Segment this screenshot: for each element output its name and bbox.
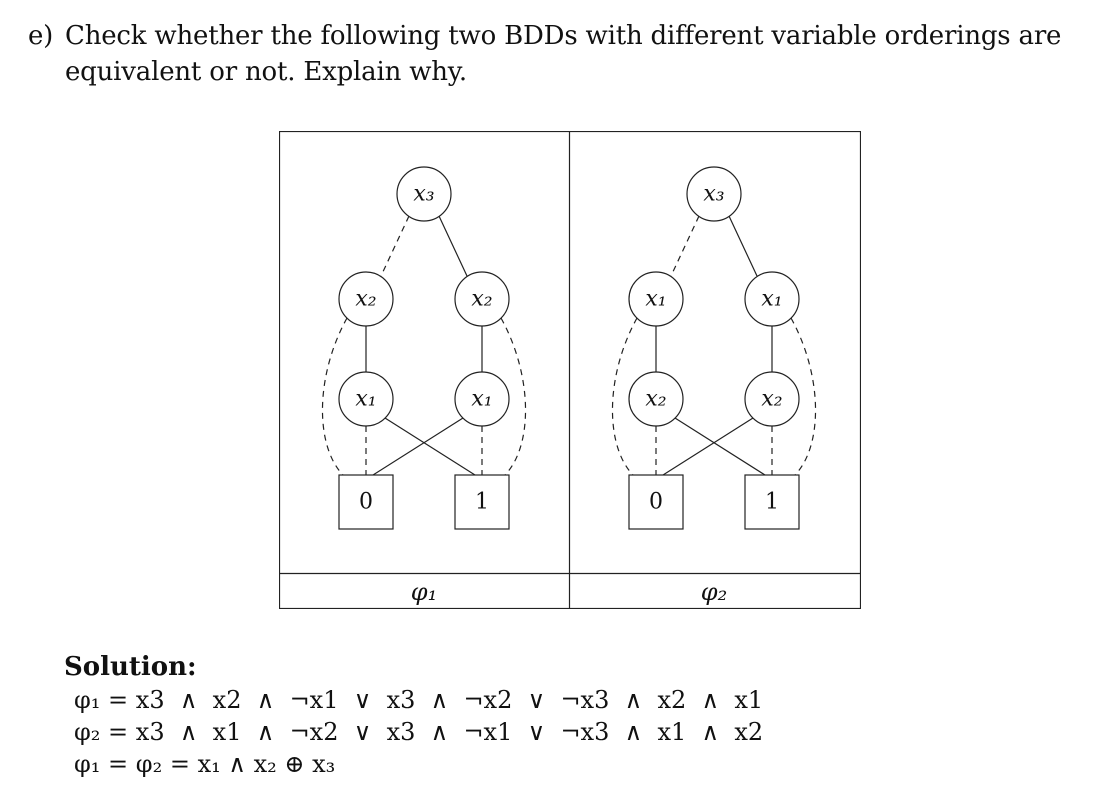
formula-phi2: φ₂ = x3 ∧ x1 ∧ ¬x2 ∨ x3 ∧ ¬x1 ∨ ¬x3 ∧ x1… xyxy=(74,718,764,746)
bdd1-edge-l2l-low xyxy=(321,317,348,476)
bdd1-node-level2-right xyxy=(454,271,510,327)
bdd2-edge-l2l-low xyxy=(611,317,638,476)
bdd2-edge-l3r-high xyxy=(662,417,754,476)
bdd1-edge-root-low xyxy=(380,215,410,277)
bdd2-node-level2-right-label: x₁ xyxy=(761,287,782,312)
bdd-figure: x₃ x₂ x₂ x₁ x₁ 0 1 φ₁ x₃ x₁ x₁ x₂ x₂ 0 1 φ₂ xyxy=(279,131,861,609)
bdd1-node-root-label: x₃ xyxy=(413,182,434,207)
bdd2-node-level2-right xyxy=(744,271,800,327)
bdd2-node-level3-right xyxy=(744,371,800,427)
bdd-panel-phi2: x₃ x₁ x₁ x₂ x₂ 0 1 φ₂ xyxy=(611,166,817,606)
formula-phi1: φ₁ = x3 ∧ x2 ∧ ¬x1 ∨ x3 ∧ ¬x2 ∨ ¬x3 ∧ x2… xyxy=(74,686,764,714)
bdd2-leaf-one-label: 1 xyxy=(765,490,779,515)
bdd2-leaf-one xyxy=(744,474,800,530)
bdd1-leaf-one-label: 1 xyxy=(475,490,489,515)
bdd-panel-phi1: x₃ x₂ x₂ x₁ x₁ 0 1 φ₁ xyxy=(321,166,527,606)
bdd2-edge-root-high xyxy=(728,215,758,277)
bdd1-leaf-one xyxy=(454,474,510,530)
bdd2-leaf-zero-label: 0 xyxy=(649,490,663,515)
bdd2-node-level3-left xyxy=(628,371,684,427)
bdd1-edge-l3r-high xyxy=(372,417,464,476)
question-text: Check whether the following two BDDs wit… xyxy=(65,21,1062,87)
bdd1-edge-l2r-low xyxy=(500,317,527,476)
formula-equivalence: φ₁ = φ₂ = x₁ ∧ x₂ ⊕ x₃ xyxy=(74,750,336,778)
bdd2-edge-l3l-high xyxy=(674,417,766,476)
bdd2-caption: φ₂ xyxy=(701,578,727,606)
bdd2-node-root-label: x₃ xyxy=(703,182,724,207)
bdd-figure-svg: x₃ x₂ x₂ x₁ x₁ 0 1 φ₁ x₃ x₁ x₁ x₂ x₂ 0 1 φ₂ xyxy=(279,131,861,609)
bdd1-leaf-zero xyxy=(338,474,394,530)
bdd1-node-level3-left-label: x₁ xyxy=(355,387,376,412)
bdd1-node-level3-right xyxy=(454,371,510,427)
bdd2-node-level3-left-label: x₂ xyxy=(645,387,666,412)
bdd2-node-level2-left xyxy=(628,271,684,327)
bdd2-edge-l2r-low xyxy=(790,317,817,476)
bdd1-node-level2-left xyxy=(338,271,394,327)
bdd1-edge-l3l-high xyxy=(384,417,476,476)
bdd2-node-level3-right-label: x₂ xyxy=(761,387,782,412)
bdd1-node-level2-right-label: x₂ xyxy=(471,287,492,312)
bdd1-edge-root-high xyxy=(438,215,468,277)
bdd1-node-level3-right-label: x₁ xyxy=(471,387,492,412)
bdd2-node-level2-left-label: x₁ xyxy=(645,287,666,312)
bdd1-node-root xyxy=(396,166,452,222)
bdd1-node-level2-left-label: x₂ xyxy=(355,287,376,312)
bdd2-node-root xyxy=(686,166,742,222)
bdd1-leaf-zero-label: 0 xyxy=(359,490,373,515)
bdd2-edge-root-low xyxy=(670,215,700,277)
solution-title: Solution: xyxy=(64,652,197,682)
solution-block: Solution: φ₁ = x3 ∧ x2 ∧ ¬x1 ∨ x3 ∧ ¬x2 … xyxy=(64,650,763,780)
bdd1-node-level3-left xyxy=(338,371,394,427)
question-label: e) xyxy=(28,21,54,51)
question-e: e) Check whether the following two BDDs … xyxy=(28,18,1078,90)
bdd1-caption: φ₁ xyxy=(411,578,437,606)
bdd2-leaf-zero xyxy=(628,474,684,530)
